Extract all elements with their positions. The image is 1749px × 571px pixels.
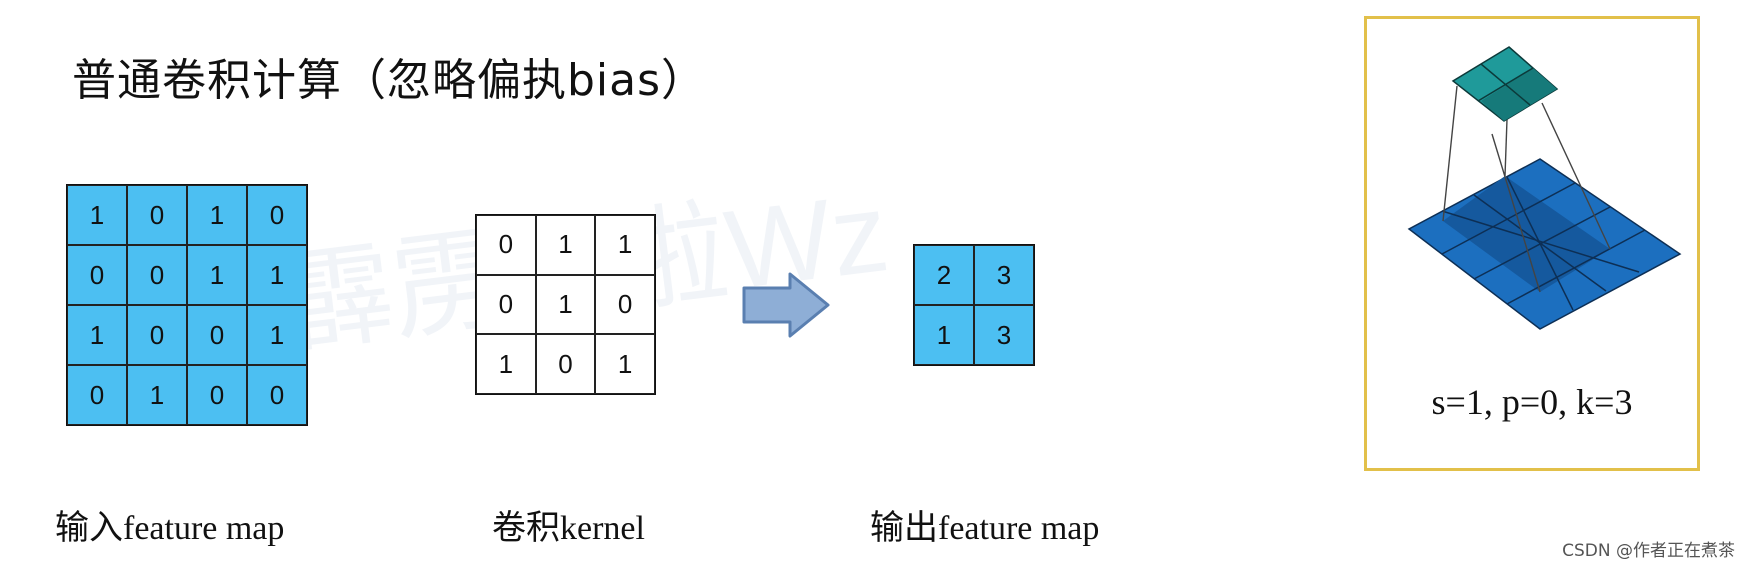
input-cell: 1 bbox=[247, 245, 307, 305]
input-cell: 1 bbox=[247, 305, 307, 365]
stride-padding-kernel-label: s=1, p=0, k=3 bbox=[1431, 382, 1633, 422]
kernel-cell: 0 bbox=[476, 274, 536, 335]
convolution-animation-panel: s=1, p=0, k=3 bbox=[1364, 16, 1700, 471]
output-cell: 3 bbox=[974, 245, 1034, 305]
input-cell: 1 bbox=[127, 365, 187, 425]
right-arrow-icon bbox=[742, 272, 830, 338]
output-plane bbox=[1451, 46, 1559, 122]
kernel-caption: 卷积kernel bbox=[492, 510, 645, 547]
input-cell: 0 bbox=[247, 185, 307, 245]
kernel-cell: 1 bbox=[476, 334, 536, 394]
input-cell: 0 bbox=[67, 245, 127, 305]
page-title: 普通卷积计算（忽略偏执bias） bbox=[72, 55, 707, 106]
input-cell: 0 bbox=[67, 365, 127, 425]
input-plane bbox=[1407, 158, 1682, 330]
kernel-cell: 1 bbox=[595, 215, 655, 275]
output-cell: 1 bbox=[914, 305, 974, 365]
input-cell: 1 bbox=[67, 305, 127, 365]
output-caption: 输出feature map bbox=[870, 510, 1100, 547]
kernel-cell: 1 bbox=[535, 274, 596, 335]
output-cell: 3 bbox=[974, 305, 1034, 365]
input-cell: 0 bbox=[127, 185, 187, 245]
output-cell: 2 bbox=[914, 245, 974, 305]
kernel-cell: 0 bbox=[476, 215, 536, 275]
input-cell: 1 bbox=[187, 185, 247, 245]
input-cell: 1 bbox=[187, 245, 247, 305]
input-cell: 1 bbox=[67, 185, 127, 245]
input-cell: 0 bbox=[127, 245, 187, 305]
input-cell: 0 bbox=[247, 365, 307, 425]
input-caption: 输入feature map bbox=[55, 510, 285, 547]
credit-watermark: CSDN @作者正在煮茶 bbox=[1562, 541, 1735, 561]
input-cell: 0 bbox=[127, 305, 187, 365]
input-cell: 0 bbox=[187, 365, 247, 425]
kernel-cell: 1 bbox=[535, 215, 596, 275]
kernel-cell: 1 bbox=[595, 334, 655, 394]
kernel-cell: 0 bbox=[535, 334, 596, 394]
convolution-illustration bbox=[1407, 46, 1682, 330]
input-cell: 0 bbox=[187, 305, 247, 365]
kernel-cell: 0 bbox=[595, 274, 655, 335]
